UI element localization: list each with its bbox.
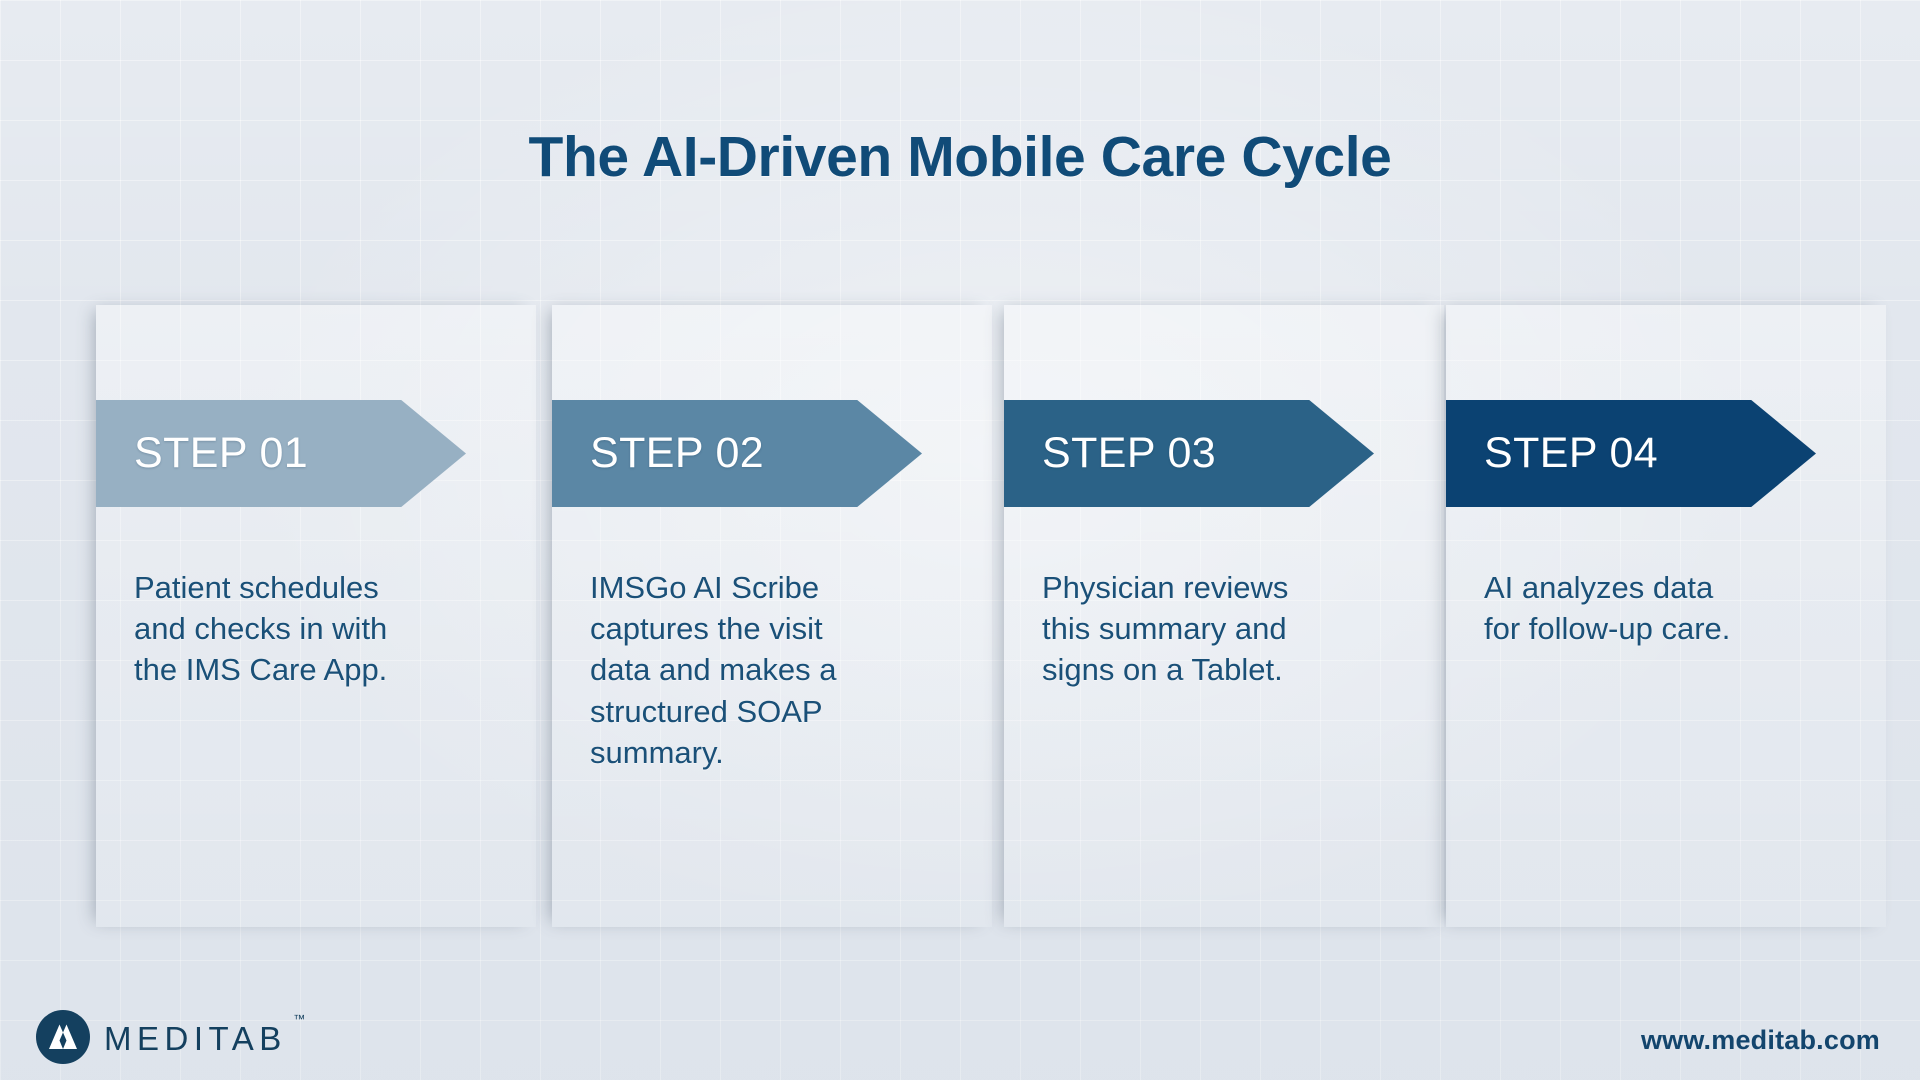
brand-name: MEDITAB [104,1020,287,1057]
step-label-4: STEP 04 [1484,429,1659,477]
step-label-1: STEP 01 [134,429,309,477]
step-description-4: AI analyzes data for follow-up care. [1484,570,1731,647]
step-description-1: Patient schedules and checks in with the… [134,570,388,688]
step-column-2: STEP 02 IMSGo AI Scribe captures the vis… [552,305,992,927]
step-label-3: STEP 03 [1042,429,1217,477]
step-arrow-4[interactable]: STEP 04 [1446,400,1816,507]
meditab-logo-icon [36,1010,90,1064]
trademark-symbol: ™ [293,1012,306,1026]
brand-wordmark: MEDITAB ™ [104,1013,305,1057]
step-description-3: Physician reviews this summary and signs… [1042,570,1289,688]
step-column-3: STEP 03 Physician reviews this summary a… [1004,305,1444,927]
step-column-1: STEP 01 Patient schedules and checks in … [96,305,536,927]
step-arrow-1[interactable]: STEP 01 [96,400,466,507]
step-column-4: STEP 04 AI analyzes data for follow-up c… [1446,305,1886,927]
brand-lockup: MEDITAB ™ [36,1010,305,1064]
step-description-2: IMSGo AI Scribe captures the visit data … [590,570,837,770]
website-url[interactable]: www.meditab.com [1640,1025,1880,1055]
step-arrow-2[interactable]: STEP 02 [552,400,922,507]
step-arrow-3[interactable]: STEP 03 [1004,400,1374,507]
page-title: The AI-Driven Mobile Care Cycle [528,125,1392,189]
step-label-2: STEP 02 [590,429,765,477]
